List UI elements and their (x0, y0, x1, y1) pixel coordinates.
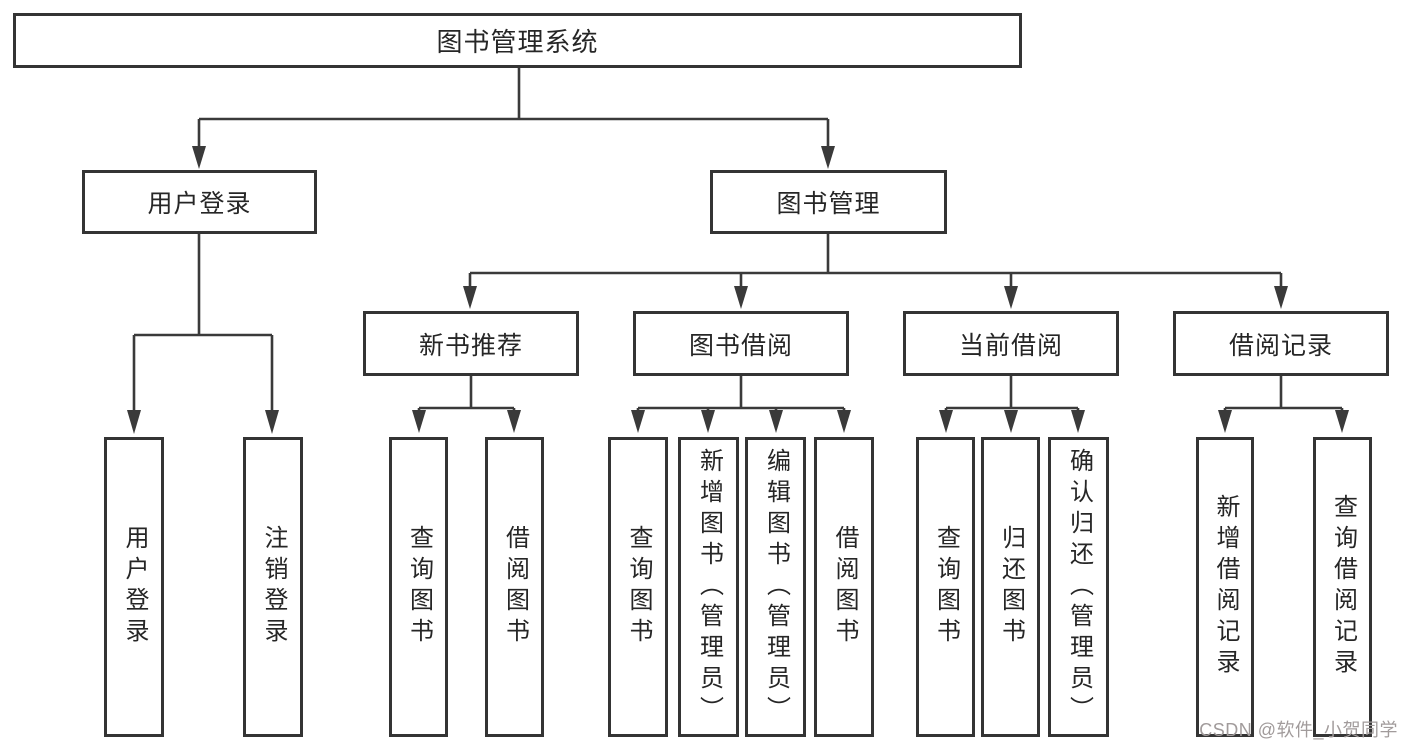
leaf-cb-confirm-return-admin: 确认归还（管理员） (1048, 437, 1109, 737)
leaf-nb-borrow-books: 借阅图书 (485, 437, 544, 737)
leaf-label: 查询借阅记录 (1329, 494, 1357, 680)
leaf-label: 借阅图书 (831, 525, 858, 649)
node-borrow-records: 借阅记录 (1173, 311, 1389, 376)
leaf-label: 查询图书 (932, 525, 960, 649)
leaf-logout: 注销登录 (243, 437, 303, 737)
leaf-br-query-borrow-record: 查询借阅记录 (1313, 437, 1372, 737)
leaf-label: 借阅图书 (501, 525, 529, 649)
leaf-bb-add-book-admin: 新增图书（管理员） (678, 437, 739, 737)
node-book-management: 图书管理 (710, 170, 947, 234)
node-current-borrow: 当前借阅 (903, 311, 1119, 376)
node-root-title: 图书管理系统 (13, 13, 1022, 68)
leaf-cb-query-books: 查询图书 (916, 437, 975, 737)
leaf-label: 查询图书 (405, 525, 433, 649)
leaf-bb-edit-book-admin: 编辑图书（管理员） (745, 437, 806, 737)
node-user-login: 用户登录 (82, 170, 317, 234)
leaf-label: 新增借阅记录 (1212, 494, 1239, 680)
edges-book-management-sections (463, 234, 1288, 309)
edges-new-book-children (412, 376, 521, 433)
node-new-book-recommend: 新书推荐 (363, 311, 579, 376)
leaf-br-add-borrow-record: 新增借阅记录 (1196, 437, 1254, 737)
leaf-label: 注销登录 (260, 525, 287, 649)
leaf-user-login: 用户登录 (104, 437, 164, 737)
leaf-label: 用户登录 (121, 525, 148, 649)
leaf-label: 确认归还（管理员） (1065, 447, 1093, 727)
edges-root-to-level2 (192, 67, 835, 169)
edges-user-login-children (127, 234, 279, 434)
leaf-bb-query-books: 查询图书 (608, 437, 668, 737)
leaf-label: 新增图书（管理员） (695, 447, 723, 727)
watermark-text: CSDN @软件_小贺同学 (1199, 720, 1398, 740)
leaf-nb-query-books: 查询图书 (389, 437, 448, 737)
edges-book-borrow-children (631, 376, 851, 433)
leaf-label: 查询图书 (625, 525, 652, 649)
edges-current-borrow-children (939, 376, 1085, 433)
edges-borrow-records-children (1218, 376, 1349, 433)
leaf-cb-return-books: 归还图书 (981, 437, 1040, 737)
node-book-borrow: 图书借阅 (633, 311, 849, 376)
leaf-label: 归还图书 (997, 525, 1025, 649)
leaf-bb-borrow-books: 借阅图书 (814, 437, 874, 737)
leaf-label: 编辑图书（管理员） (762, 447, 790, 727)
